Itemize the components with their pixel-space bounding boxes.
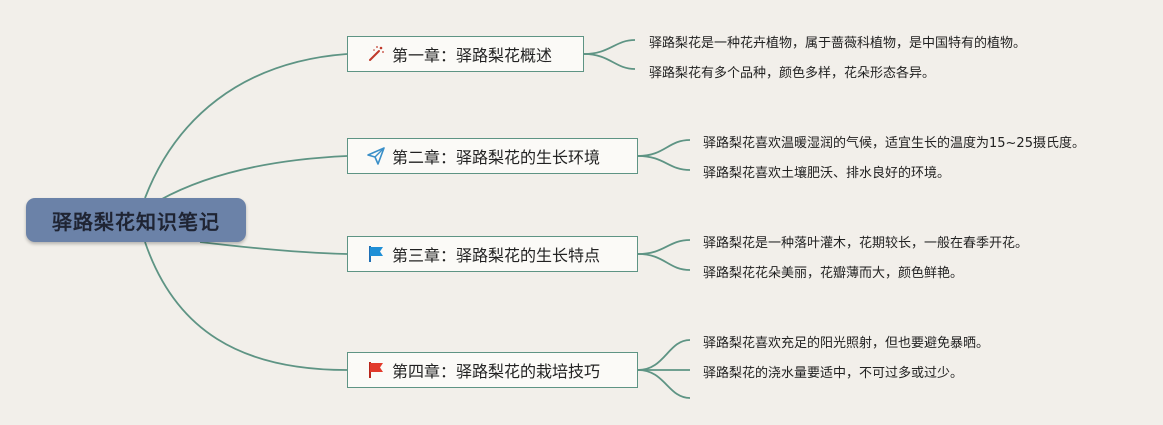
leaf-topic[interactable]: 驿路梨花有多个品种，颜色多样，花朵形态各异。: [649, 66, 936, 81]
branch-4-leaf-1-line: [637, 339, 691, 371]
branch-3-leaf-1-line: [637, 239, 691, 255]
branch-topic-3[interactable]: 第三章：驿路梨花的生长特点: [347, 236, 638, 272]
branch-topic-2-label: 第二章：驿路梨花的生长环境: [392, 148, 601, 167]
branch-topic-3-label: 第三章：驿路梨花的生长特点: [392, 246, 601, 265]
leaf-topic[interactable]: 驿路梨花喜欢土壤肥沃、排水良好的环境。: [703, 166, 951, 181]
leaf-topic[interactable]: 驿路梨花花朵美丽，花瓣薄而大，颜色鲜艳。: [703, 266, 964, 281]
branch-topic-1-label: 第一章：驿路梨花概述: [392, 46, 553, 65]
leaf-topic[interactable]: 驿路梨花喜欢温暖湿润的气候，适宜生长的温度为15~25摄氏度。: [703, 136, 1085, 151]
paper-plane-icon: [366, 146, 386, 166]
root-to-branch-4-line: [144, 241, 348, 371]
red-flag-icon: [366, 360, 386, 380]
branch-topic-1[interactable]: 第一章：驿路梨花概述: [347, 36, 584, 72]
branch-2-leaf-1-line: [637, 139, 691, 157]
root-topic-label: 驿路梨花知识笔记: [52, 209, 220, 234]
branch-1-leaf-1-line: [583, 39, 636, 55]
leaf-topic[interactable]: 驿路梨花是一种落叶灌木，花期较长，一般在春季开花。: [703, 236, 1029, 251]
leaf-topic[interactable]: 驿路梨花是一种花卉植物，属于蔷薇科植物，是中国特有的植物。: [649, 36, 1027, 51]
root-to-branch-1-line: [144, 53, 348, 199]
root-topic[interactable]: 驿路梨花知识笔记: [26, 198, 246, 242]
leaf-topic[interactable]: 驿路梨花喜欢充足的阳光照射，但也要避免暴晒。: [703, 336, 990, 351]
branch-topic-4-label: 第四章：驿路梨花的栽培技巧: [392, 362, 601, 381]
branch-topic-2[interactable]: 第二章：驿路梨花的生长环境: [347, 138, 638, 174]
blue-flag-icon: [366, 244, 386, 264]
branch-3-leaf-2-line: [637, 253, 691, 271]
branch-2-leaf-2-line: [637, 155, 691, 171]
branch-topic-4[interactable]: 第四章：驿路梨花的栽培技巧: [347, 352, 638, 388]
root-to-branch-3-line: [199, 241, 348, 255]
root-to-branch-2-line: [159, 155, 348, 201]
magic-wand-icon: [366, 44, 386, 64]
branch-1-leaf-2-line: [583, 53, 636, 70]
leaf-topic[interactable]: 驿路梨花的浇水量要适中，不可过多或过少。: [703, 366, 964, 381]
branch-4-leaf-3-line: [637, 369, 691, 399]
